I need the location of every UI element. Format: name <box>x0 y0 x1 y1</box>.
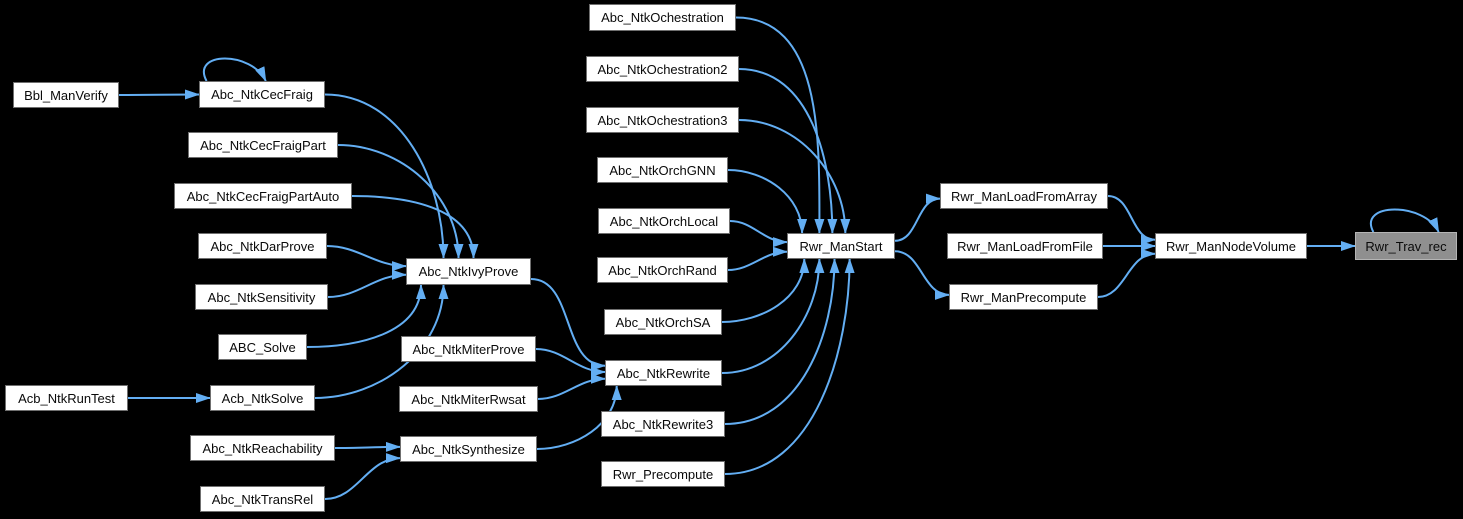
node-cecfraig[interactable]: Abc_NtkCecFraig <box>199 81 325 108</box>
edge-travrec-to-travrec <box>1370 208 1440 233</box>
node-orchlocal[interactable]: Abc_NtkOrchLocal <box>598 208 730 234</box>
node-cecfraigpart[interactable]: Abc_NtkCecFraigPart <box>188 132 338 158</box>
edge-orchlocal-to-manstart <box>729 220 788 248</box>
node-miterrwsat[interactable]: Abc_NtkMiterRwsat <box>399 386 538 412</box>
edge-manprecompute-to-nodevolume <box>1097 248 1156 298</box>
edge-rewrite-to-manstart <box>721 258 825 374</box>
node-cecfraigpartauto[interactable]: Abc_NtkCecFraigPartAuto <box>174 183 352 209</box>
edge-transrel-to-synthesize <box>324 453 401 500</box>
node-transrel[interactable]: Abc_NtkTransRel <box>200 486 325 512</box>
node-abc_solve[interactable]: ABC_Solve <box>218 334 307 360</box>
edge-manstart-to-manprecompute <box>894 250 950 300</box>
edge-och1-to-manstart <box>735 16 825 234</box>
edge-cecfraig-to-ivyprove <box>324 93 449 259</box>
node-orchsa[interactable]: Abc_NtkOrchSA <box>604 309 722 335</box>
node-nodevolume[interactable]: Rwr_ManNodeVolume <box>1155 233 1307 259</box>
edge-och2-to-manstart <box>738 68 838 234</box>
edge-manstart-to-loadarray <box>894 193 941 242</box>
edge-cecfraigpartauto-to-ivyprove <box>351 195 479 259</box>
edge-orchsa-to-manstart <box>721 258 810 323</box>
node-reachability[interactable]: Abc_NtkReachability <box>190 435 335 461</box>
node-ivyprove[interactable]: Abc_NtkIvyProve <box>406 258 531 285</box>
edge-orchrand-to-manstart <box>727 246 788 271</box>
node-och1[interactable]: Abc_NtkOchestration <box>589 4 736 31</box>
node-rewrite[interactable]: Abc_NtkRewrite <box>605 360 722 386</box>
edge-rwrprecompute-to-manstart <box>724 258 855 475</box>
node-sensitivity[interactable]: Abc_NtkSensitivity <box>195 284 328 310</box>
edge-ivyprove-to-rewrite <box>530 278 606 371</box>
node-orchgnn[interactable]: Abc_NtkOrchGNN <box>597 157 728 183</box>
node-loadarray[interactable]: Rwr_ManLoadFromArray <box>940 183 1108 209</box>
node-loadfile[interactable]: Rwr_ManLoadFromFile <box>947 233 1103 259</box>
edge-miterprove-to-rewrite <box>535 348 606 377</box>
node-rwrprecompute[interactable]: Rwr_Precompute <box>601 461 725 487</box>
edge-och3-to-manstart <box>738 119 851 234</box>
edge-loadarray-to-nodevolume <box>1107 195 1156 245</box>
node-orchrand[interactable]: Abc_NtkOrchRand <box>597 257 728 283</box>
node-travrec: Rwr_Trav_rec <box>1355 232 1457 260</box>
node-runtest[interactable]: Acb_NtkRunTest <box>5 385 128 411</box>
edge-miterrwsat-to-rewrite <box>537 373 606 400</box>
node-acbsolve[interactable]: Acb_NtkSolve <box>210 385 315 411</box>
node-miterprove[interactable]: Abc_NtkMiterProve <box>401 336 536 362</box>
node-darprove[interactable]: Abc_NtkDarProve <box>198 233 327 259</box>
node-manstart[interactable]: Rwr_ManStart <box>787 233 895 259</box>
node-bbl_manverify[interactable]: Bbl_ManVerify <box>13 82 119 108</box>
edge-reachability-to-synthesize <box>334 441 401 452</box>
edge-cecfraig-to-cecfraig <box>203 57 267 82</box>
node-manprecompute[interactable]: Rwr_ManPrecompute <box>949 284 1098 310</box>
node-och2[interactable]: Abc_NtkOchestration2 <box>586 56 739 82</box>
edge-bbl_manverify-to-cecfraig <box>118 89 200 100</box>
node-synthesize[interactable]: Abc_NtkSynthesize <box>400 436 537 462</box>
edge-rewrite3-to-manstart <box>724 258 840 425</box>
edge-darprove-to-ivyprove <box>326 245 407 272</box>
edge-sensitivity-to-ivyprove <box>327 269 407 298</box>
edge-orchgnn-to-manstart <box>727 169 808 234</box>
node-rewrite3[interactable]: Abc_NtkRewrite3 <box>601 411 725 437</box>
node-och3[interactable]: Abc_NtkOchestration3 <box>586 107 739 133</box>
edge-cecfraigpart-to-ivyprove <box>337 144 464 259</box>
